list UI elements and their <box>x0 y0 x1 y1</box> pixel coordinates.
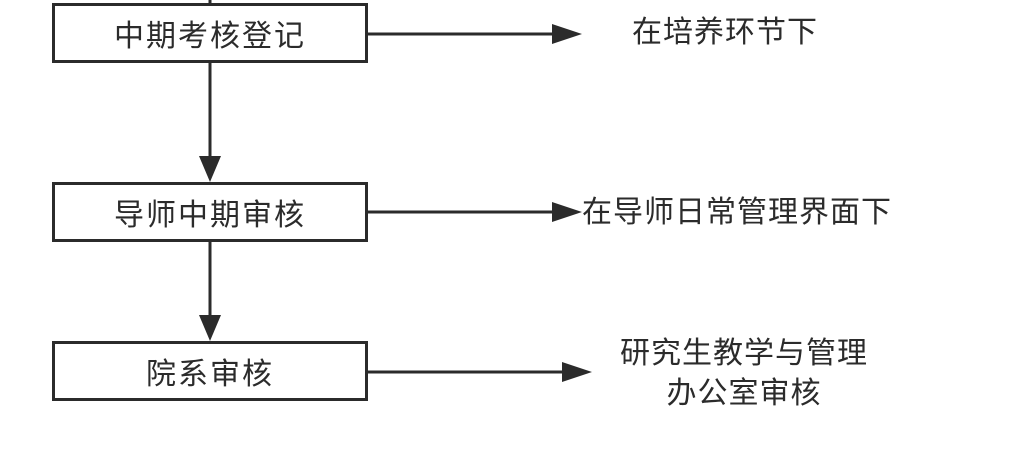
note-graduate-office-review: 研究生教学与管理 办公室审核 <box>594 334 894 414</box>
arrowhead-down-step2 <box>199 156 221 182</box>
note-graduate-office-line-1: 研究生教学与管理 <box>620 336 868 371</box>
note-advisor-management-text: 在导师日常管理界面下 <box>582 195 892 230</box>
note-graduate-office-line-2: 办公室审核 <box>666 376 822 411</box>
step-department-review-box: 院系审核 <box>52 341 368 401</box>
step-midterm-registration-label: 中期考核登记 <box>114 19 306 54</box>
arrowhead-down-step3 <box>199 315 221 341</box>
step-department-review-label: 院系审核 <box>146 357 274 392</box>
step-advisor-review-label: 导师中期审核 <box>114 198 306 233</box>
step-midterm-registration-box: 中期考核登记 <box>52 3 368 63</box>
note-training-section-text: 在培养环节下 <box>632 15 818 50</box>
step-advisor-review-box: 导师中期审核 <box>52 182 368 242</box>
arrowhead-right-note3 <box>562 362 592 382</box>
arrowhead-right-note2 <box>552 202 582 222</box>
note-training-section: 在培养环节下 <box>632 15 818 51</box>
arrowhead-right-note1 <box>552 24 582 44</box>
note-advisor-management: 在导师日常管理界面下 <box>582 195 892 231</box>
